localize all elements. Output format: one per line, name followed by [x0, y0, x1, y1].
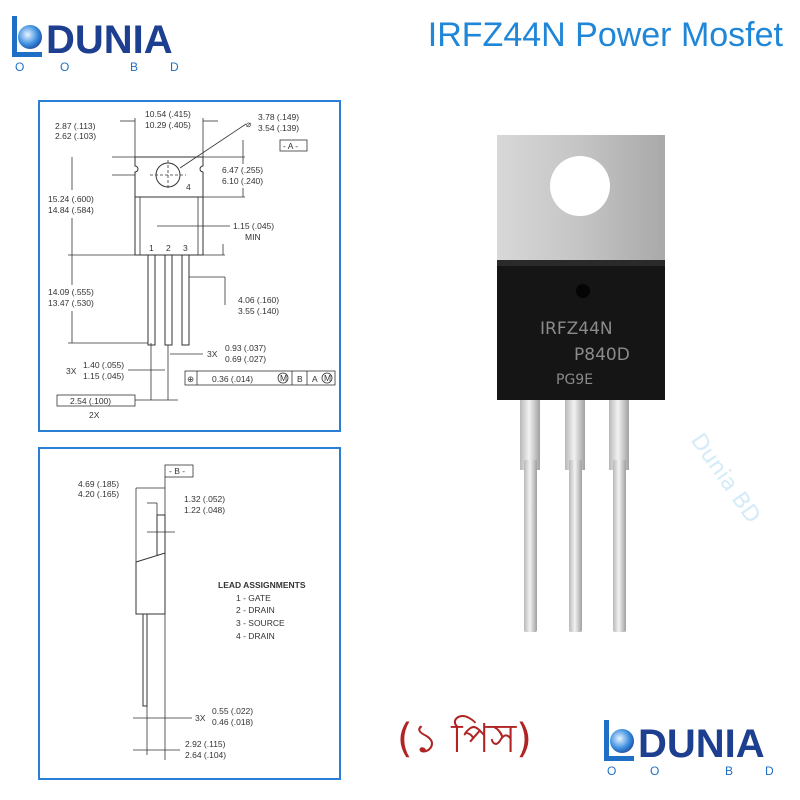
footer-logo: DUNIA O O B D	[604, 720, 774, 778]
svg-text:3.54 (.139): 3.54 (.139)	[258, 123, 299, 133]
svg-text:A: A	[312, 374, 318, 384]
svg-text:4.69 (.185): 4.69 (.185)	[78, 479, 119, 489]
mosfet-photo: IRFZ44N P840D PG9E	[497, 135, 665, 632]
svg-text:13.47 (.530): 13.47 (.530)	[48, 298, 94, 308]
marking-part: IRFZ44N	[540, 319, 613, 339]
cart-icon	[604, 720, 634, 761]
svg-text:4.20 (.165): 4.20 (.165)	[78, 489, 119, 499]
svg-text:0.46 (.018): 0.46 (.018)	[212, 717, 253, 727]
svg-text:4 - DRAIN: 4 - DRAIN	[236, 631, 275, 641]
datum-a: - A -	[283, 141, 298, 151]
svg-text:0.93 (.037): 0.93 (.037)	[225, 343, 266, 353]
tolerance-frame: ⊕ 0.36 (.014) M B A M	[184, 370, 336, 386]
svg-text:M: M	[280, 373, 287, 383]
svg-text:B: B	[725, 764, 733, 778]
svg-text:LEAD ASSIGNMENTS: LEAD ASSIGNMENTS	[218, 580, 306, 590]
svg-text:D: D	[765, 764, 774, 778]
svg-text:1.15 (.045): 1.15 (.045)	[83, 371, 124, 381]
svg-text:3X: 3X	[195, 713, 206, 723]
svg-text:3X: 3X	[66, 366, 77, 376]
svg-text:3.55 (.140): 3.55 (.140)	[238, 306, 279, 316]
svg-text:B: B	[297, 374, 303, 384]
datum-b: - B -	[169, 466, 185, 476]
svg-text:1.22 (.048): 1.22 (.048)	[184, 505, 225, 515]
svg-text:O: O	[60, 60, 69, 74]
lead-assignments: LEAD ASSIGNMENTS 1 - GATE 2 - DRAIN 3 - …	[218, 580, 306, 641]
brand-logo: DUNIA O O B D	[12, 16, 179, 74]
svg-text:2 - DRAIN: 2 - DRAIN	[236, 605, 275, 615]
svg-text:1.32 (.052): 1.32 (.052)	[184, 494, 225, 504]
svg-text:0.36 (.014): 0.36 (.014)	[212, 374, 253, 384]
svg-text:1: 1	[149, 243, 154, 253]
svg-text:4: 4	[186, 182, 191, 192]
svg-text:14.84 (.584): 14.84 (.584)	[48, 205, 94, 215]
svg-text:⌀: ⌀	[246, 119, 252, 129]
globe-icon	[610, 729, 634, 753]
side-view-drawing: - B - 4.69 (.185) 4.20 (.165) 1.32 (.052…	[38, 447, 341, 780]
svg-text:2X: 2X	[89, 410, 100, 420]
globe-icon	[18, 25, 42, 49]
marking-code: PG9E	[556, 372, 593, 388]
svg-text:10.54 (.415): 10.54 (.415)	[145, 109, 191, 119]
svg-text:M: M	[324, 373, 331, 383]
svg-text:6.10 (.240): 6.10 (.240)	[222, 176, 263, 186]
svg-text:2.54 (.100): 2.54 (.100)	[70, 396, 111, 406]
marking-lot: P840D	[574, 345, 630, 365]
svg-text:MIN: MIN	[245, 232, 261, 242]
svg-text:2.62 (.103): 2.62 (.103)	[55, 131, 96, 141]
svg-text:10.29 (.405): 10.29 (.405)	[145, 120, 191, 130]
svg-text:1 - GATE: 1 - GATE	[236, 593, 271, 603]
svg-text:DUNIA: DUNIA	[638, 722, 765, 766]
svg-text:2: 2	[166, 243, 171, 253]
svg-text:B: B	[130, 60, 138, 74]
svg-text:4.06 (.160): 4.06 (.160)	[238, 295, 279, 305]
svg-text:0.69 (.027): 0.69 (.027)	[225, 354, 266, 364]
logo-text: DUNIA	[46, 18, 173, 62]
quantity-label: (১ পিস)	[397, 715, 532, 762]
svg-text:3: 3	[183, 243, 188, 253]
svg-text:⊕: ⊕	[187, 374, 194, 384]
svg-text:1.40 (.055): 1.40 (.055)	[83, 360, 124, 370]
svg-text:O: O	[15, 60, 24, 74]
watermark-text: Dunia BD	[685, 429, 765, 528]
svg-text:6.47 (.255): 6.47 (.255)	[222, 165, 263, 175]
svg-text:0.55 (.022): 0.55 (.022)	[212, 706, 253, 716]
svg-text:14.09 (.555): 14.09 (.555)	[48, 287, 94, 297]
svg-text:3 - SOURCE: 3 - SOURCE	[236, 618, 285, 628]
svg-text:3.78 (.149): 3.78 (.149)	[258, 112, 299, 122]
svg-text:2.64 (.104): 2.64 (.104)	[185, 750, 226, 760]
svg-text:1.15 (.045): 1.15 (.045)	[233, 221, 274, 231]
svg-text:15.24 (.600): 15.24 (.600)	[48, 194, 94, 204]
front-view-drawing: 1 2 3 4 10.54 (.415) 10.29 (.405) ⌀ 3.78…	[38, 100, 341, 432]
svg-text:O: O	[650, 764, 659, 778]
svg-text:D: D	[170, 60, 179, 74]
svg-text:3X: 3X	[207, 349, 218, 359]
svg-text:2.92 (.115): 2.92 (.115)	[185, 739, 226, 749]
page-title: IRFZ44N Power Mosfet	[428, 16, 784, 54]
svg-text:2.87 (.113): 2.87 (.113)	[55, 121, 96, 131]
cart-icon	[12, 16, 42, 57]
svg-text:O: O	[607, 764, 616, 778]
